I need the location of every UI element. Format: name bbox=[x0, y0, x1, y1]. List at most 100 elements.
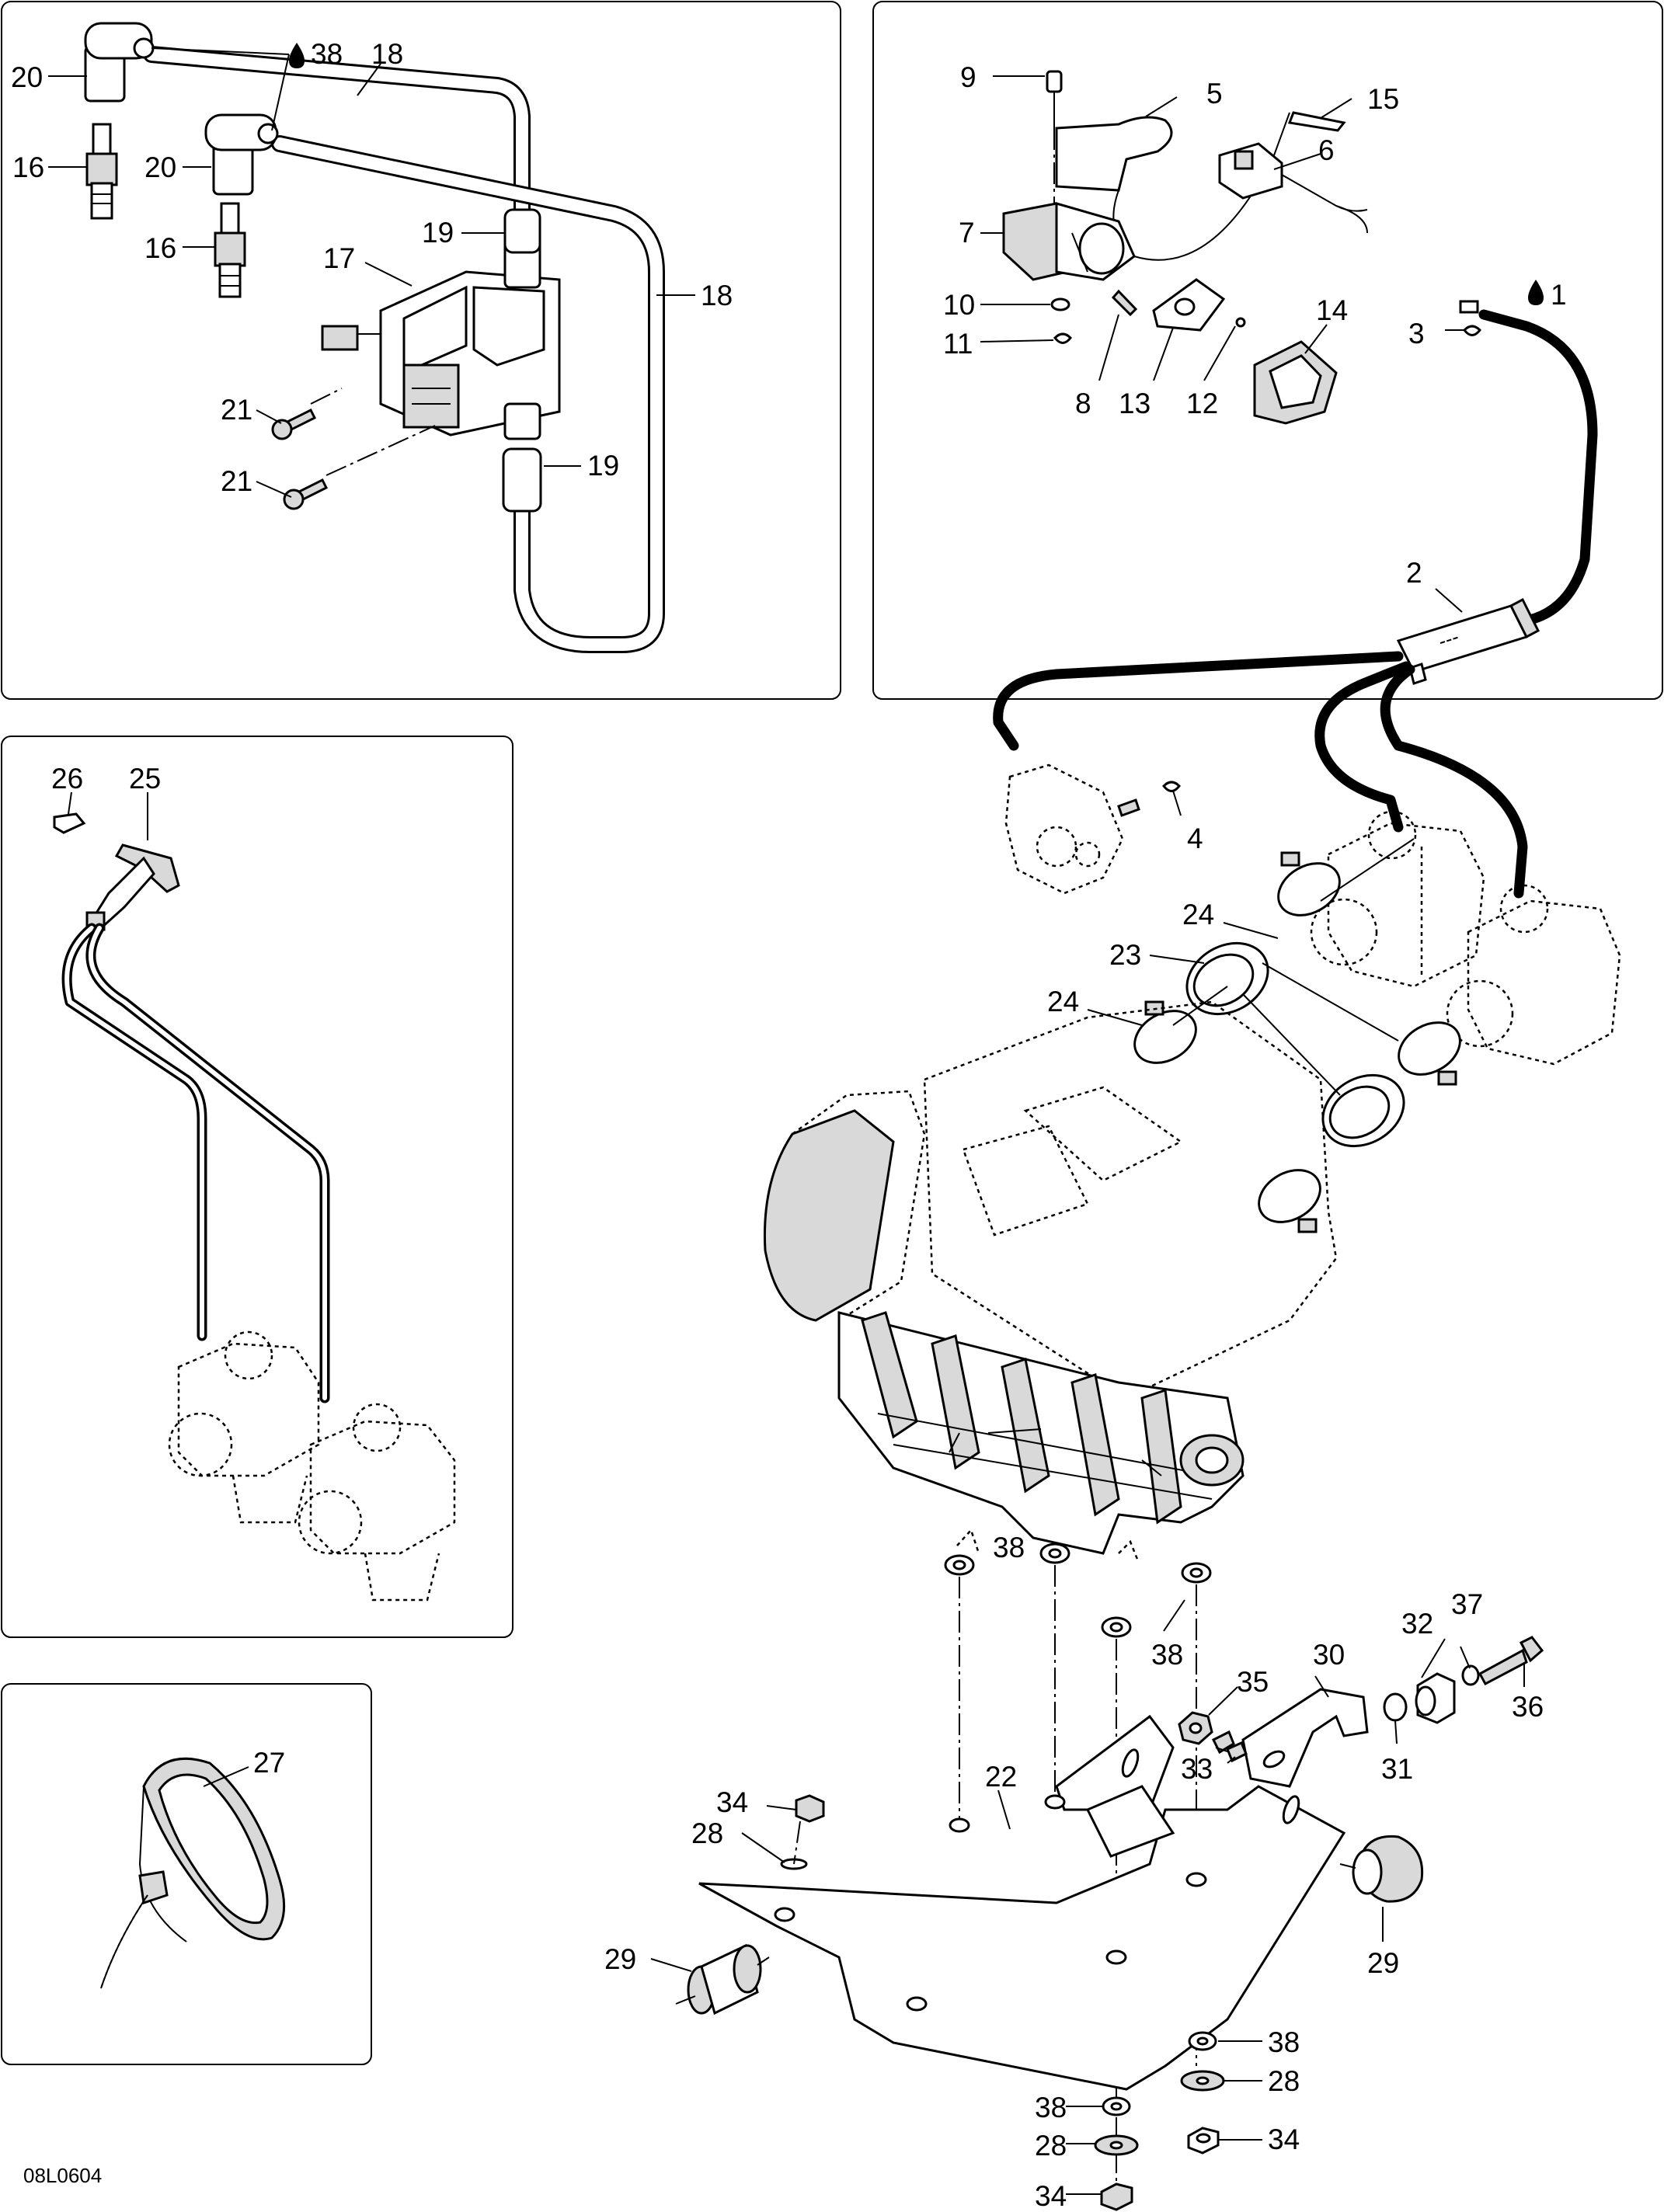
washer-38-d-hole bbox=[1189, 1567, 1203, 1578]
ignition-panel bbox=[1, 1, 841, 700]
carburetor-right-outline bbox=[298, 1403, 456, 1602]
callout-21-lower: 21 bbox=[221, 465, 252, 497]
callout-16-lower: 16 bbox=[144, 232, 176, 264]
oil-pump-outline bbox=[1004, 763, 1124, 895]
clamp-24-upper-right bbox=[1398, 1021, 1461, 1086]
callout-10: 10 bbox=[943, 289, 975, 321]
clamp-24-lower-right bbox=[1258, 1169, 1321, 1233]
callout-18-upper: 18 bbox=[371, 38, 403, 70]
washer-38-b-hole bbox=[1048, 1548, 1062, 1559]
spark-plug-cap-upper bbox=[84, 22, 155, 103]
carburetor-left-outline bbox=[168, 1330, 320, 1524]
cover-14 bbox=[1253, 340, 1338, 425]
callout-29-left: 29 bbox=[604, 1943, 636, 1975]
callout-30: 30 bbox=[1313, 1639, 1345, 1671]
callout-16-upper: 16 bbox=[12, 151, 44, 183]
callout-12: 12 bbox=[1186, 388, 1218, 419]
callout-27: 27 bbox=[253, 1747, 285, 1779]
washer-28-e-hole bbox=[1196, 2076, 1210, 2085]
callout-36: 36 bbox=[1512, 1691, 1544, 1723]
callout-37: 37 bbox=[1451, 1588, 1483, 1620]
coil-screw-lower bbox=[283, 425, 436, 510]
bolt-34-axis bbox=[793, 1821, 801, 1865]
carb-sensor-panel-frame bbox=[1, 736, 513, 1638]
high-tension-lead-right bbox=[271, 135, 665, 653]
nut-26 bbox=[53, 812, 86, 834]
callout-33: 33 bbox=[1181, 1753, 1213, 1785]
callout-38-left: 38 bbox=[993, 1532, 1025, 1563]
callout-35: 35 bbox=[1237, 1666, 1269, 1698]
bolt-34-upper bbox=[795, 1794, 825, 1823]
washer-28-f-hole bbox=[1109, 2141, 1123, 2150]
callout-38-right: 38 bbox=[1151, 1639, 1183, 1671]
carburetor-mag-outline bbox=[1446, 884, 1621, 1066]
callout-labels: 20 38 18 16 20 19 16 17 18 21 19 21 9 5 … bbox=[11, 38, 1567, 2212]
callout-28-bottom-right: 28 bbox=[1268, 2065, 1300, 2097]
callout-17: 17 bbox=[323, 242, 355, 274]
pin-12 bbox=[1235, 317, 1246, 328]
callout-34-bottom-right: 34 bbox=[1268, 2123, 1300, 2155]
bushing-3 bbox=[1463, 325, 1481, 336]
callout-25: 25 bbox=[129, 763, 161, 795]
housing-7 bbox=[1002, 202, 1136, 281]
washer-38-a-hole bbox=[952, 1560, 966, 1570]
callout-13: 13 bbox=[1119, 388, 1151, 419]
callout-34-bottom-centre: 34 bbox=[1035, 2180, 1067, 2212]
spark-plug-lower bbox=[214, 202, 246, 298]
oil-drop-icon bbox=[289, 43, 305, 68]
callout-23: 23 bbox=[1109, 939, 1141, 971]
lock-washer-11 bbox=[1053, 332, 1072, 344]
callout-21-upper: 21 bbox=[221, 394, 252, 426]
coil-boot-lower bbox=[502, 447, 542, 513]
coil-boot-upper bbox=[503, 208, 541, 254]
oil-pump-cable-panel-frame bbox=[872, 1, 1663, 700]
plate-13-hole bbox=[1174, 297, 1196, 316]
callout-9: 9 bbox=[960, 61, 976, 93]
nut-34-right-hole bbox=[1196, 2133, 1211, 2144]
oil-drop-icon bbox=[1528, 280, 1544, 305]
nut-34-centre bbox=[1100, 2182, 1133, 2211]
washer-37 bbox=[1461, 1664, 1480, 1686]
callout-2: 2 bbox=[1406, 557, 1422, 589]
callout-7: 7 bbox=[959, 217, 975, 249]
nut-35 bbox=[1178, 1711, 1213, 1745]
cable-end-15 bbox=[1287, 111, 1346, 132]
rubber-mount-29-left bbox=[675, 1943, 770, 2015]
callout-32: 32 bbox=[1401, 1608, 1433, 1640]
grip-27 bbox=[100, 1757, 286, 1989]
bracket-30 bbox=[1241, 1688, 1369, 1788]
washer-33-b bbox=[1226, 1741, 1248, 1763]
callout-19-upper: 19 bbox=[422, 217, 454, 249]
washer-38-e-hole bbox=[1196, 2036, 1209, 2046]
callout-38-ignition: 38 bbox=[311, 38, 343, 70]
callout-11: 11 bbox=[943, 328, 973, 360]
callout-26: 26 bbox=[51, 763, 83, 795]
clamp-24-upper bbox=[1277, 851, 1341, 916]
spark-plug-upper bbox=[85, 123, 118, 220]
callout-14: 14 bbox=[1316, 294, 1348, 326]
rubber-mount-29-right bbox=[1339, 1835, 1424, 1903]
bolt-36 bbox=[1478, 1636, 1544, 1686]
callout-29-right: 29 bbox=[1367, 1947, 1399, 1979]
screw-9 bbox=[1046, 70, 1063, 206]
callout-4: 4 bbox=[1187, 823, 1203, 854]
callout-8: 8 bbox=[1075, 388, 1091, 419]
callout-20-upper: 20 bbox=[11, 61, 43, 93]
cable-end-1 bbox=[1459, 300, 1479, 314]
grip-panel bbox=[1, 1683, 372, 2065]
callout-15: 15 bbox=[1367, 83, 1399, 115]
coil-screw-upper bbox=[271, 388, 343, 440]
engine bbox=[763, 1000, 1338, 1562]
fitting-4 bbox=[1162, 781, 1181, 792]
oil-pump-cable-panel: ‑‑‑ bbox=[872, 1, 1663, 899]
callout-24-upper: 24 bbox=[1182, 899, 1214, 930]
engine-mount-plate-22 bbox=[698, 1714, 1346, 2091]
ignition-coil bbox=[321, 239, 561, 440]
callout-34-upper: 34 bbox=[716, 1786, 748, 1818]
callout-19-lower: 19 bbox=[587, 450, 619, 482]
sensor-6 bbox=[1218, 142, 1368, 234]
callout-31: 31 bbox=[1381, 1753, 1413, 1785]
callout-20-lower: 20 bbox=[144, 151, 176, 183]
washer-10 bbox=[1050, 297, 1070, 311]
